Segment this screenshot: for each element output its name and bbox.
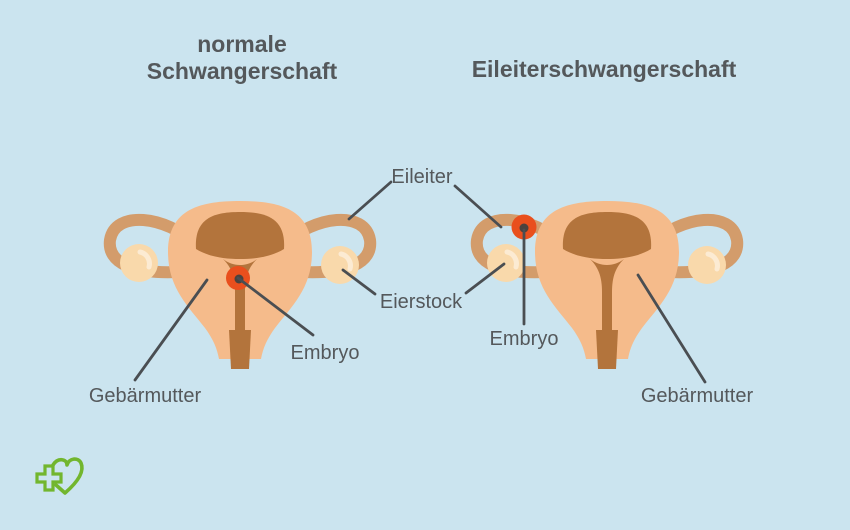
- annotation-line-eierstock-left: [341, 268, 377, 296]
- title-normal-pregnancy: normale Schwangerschaft: [147, 31, 337, 85]
- heart-cross-logo: [35, 457, 84, 495]
- label-embryo-normal: Embryo: [290, 342, 360, 364]
- label-eileiter: Eileiter: [391, 166, 453, 188]
- embryo-marker-ectopic: [511, 214, 537, 240]
- annotation-line-embryo-left: [236, 276, 315, 337]
- title-normal-line1: normale: [197, 31, 287, 57]
- label-gebaermutter-normal: Gebärmutter: [88, 385, 202, 407]
- annotation-line-gebaermutter-left: [133, 278, 209, 382]
- label-embryo-ectopic: Embryo: [489, 328, 559, 350]
- annotation-line-gebaermutter-right: [636, 273, 707, 384]
- annotation-line-eileiter-left: [347, 180, 393, 221]
- label-eierstock: Eierstock: [379, 291, 463, 313]
- annotation-line-eierstock-right: [464, 262, 506, 295]
- label-gebaermutter-ectopic: Gebärmutter: [640, 385, 754, 407]
- title-normal-line2: Schwangerschaft: [146, 58, 338, 84]
- annotation-line-eileiter-right: [453, 184, 503, 229]
- heart-icon: [51, 457, 84, 495]
- title-ectopic-pregnancy: Eileiterschwangerschaft: [471, 56, 737, 82]
